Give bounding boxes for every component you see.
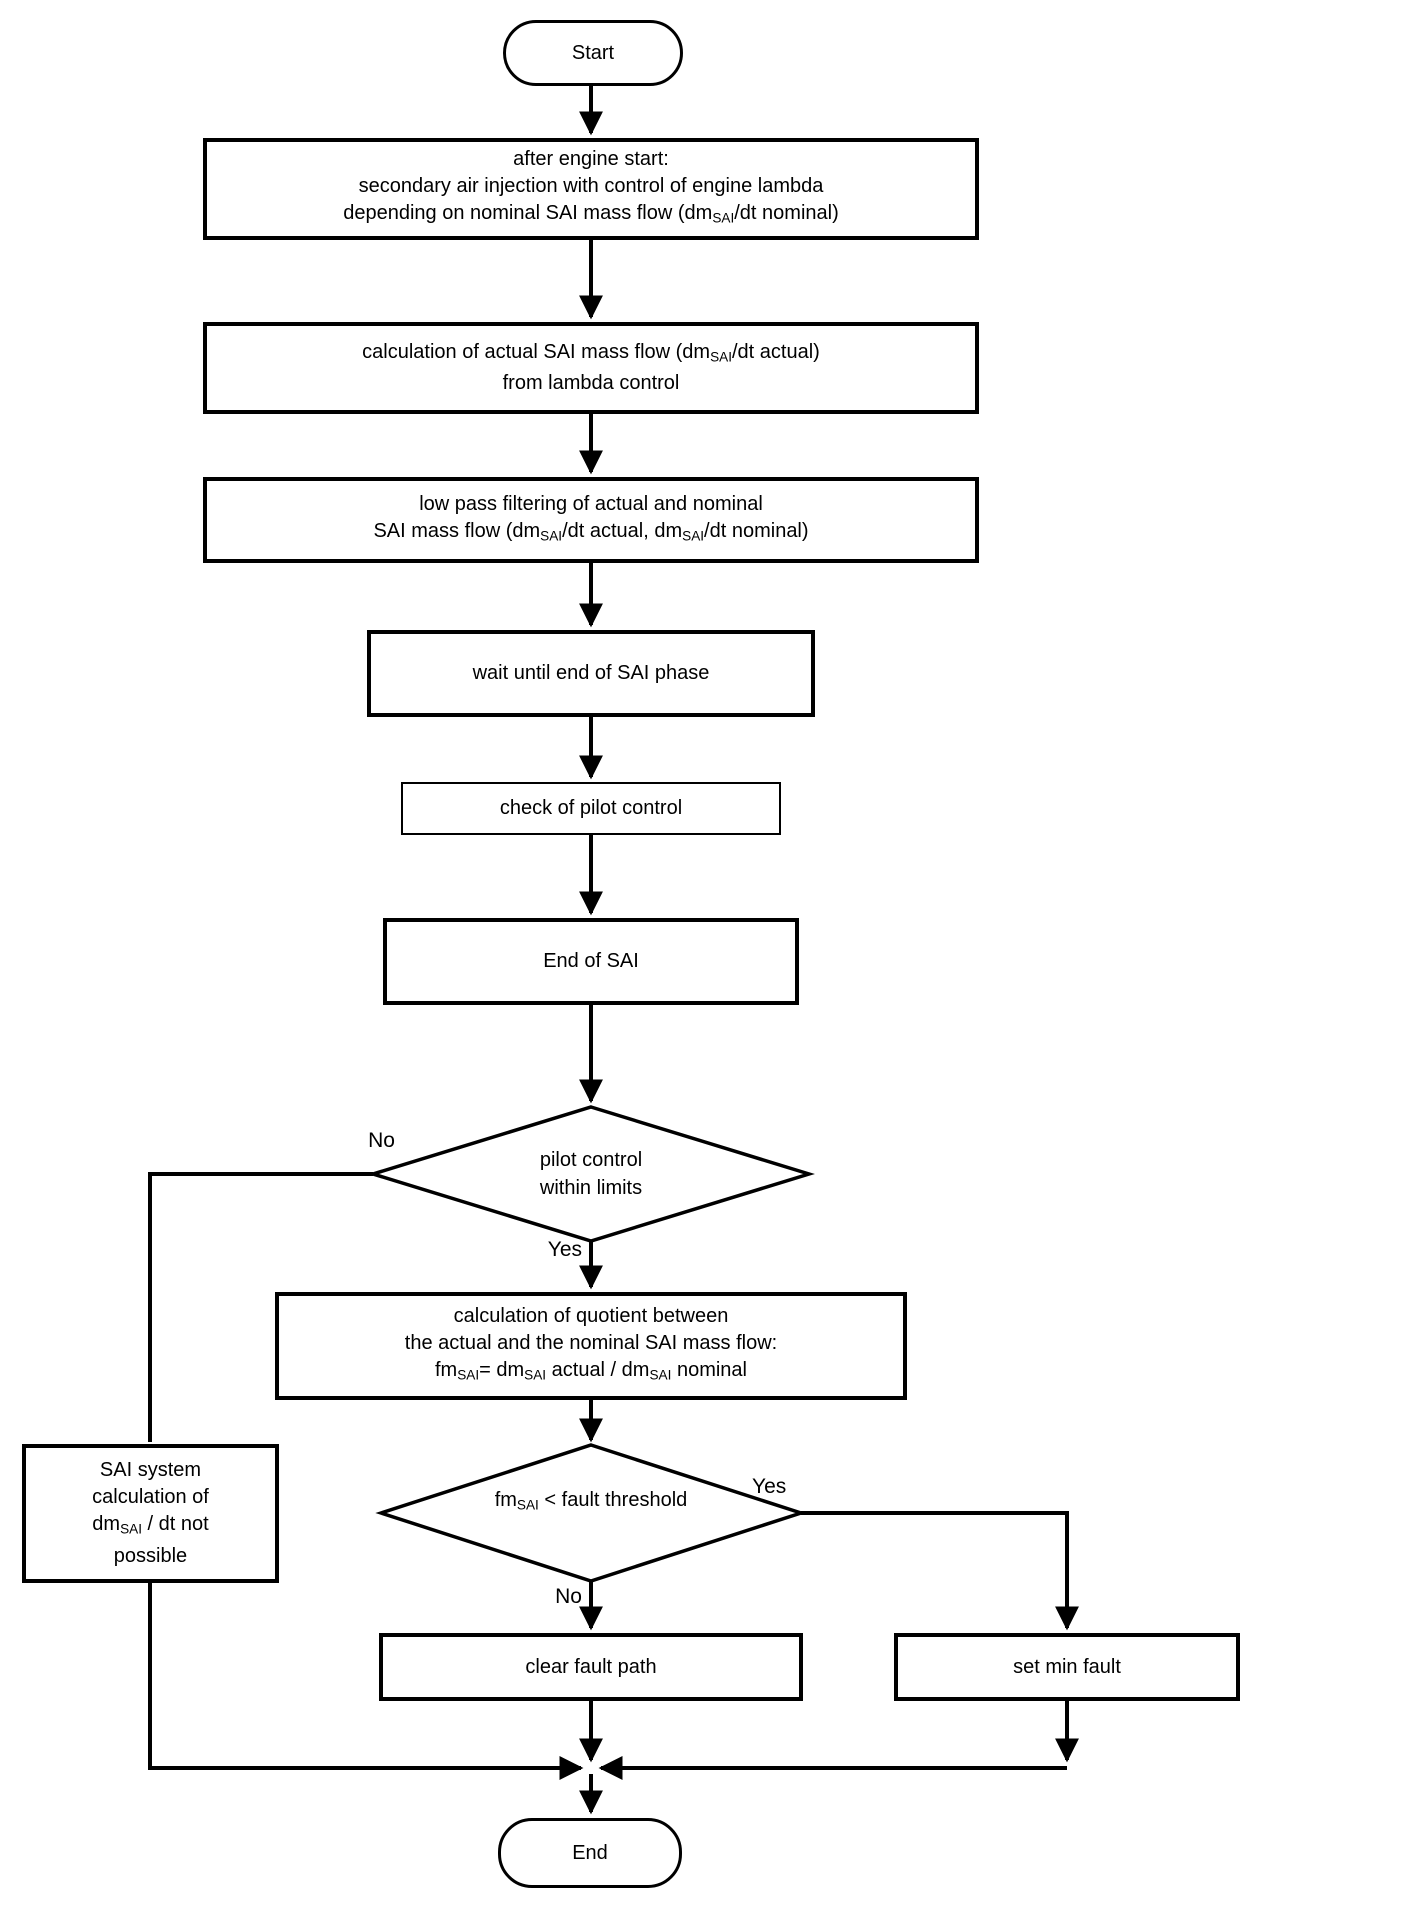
decision-pilot-within-limits-shape [367, 1105, 815, 1243]
process-low-pass-filtering: low pass filtering of actual and nominal… [203, 477, 979, 563]
process-check-pilot-control: check of pilot control [401, 782, 781, 835]
start-terminator: Start [503, 20, 683, 86]
line-decision1-no-to-sai-system [148, 1172, 373, 1442]
process-after-engine-start: after engine start:secondary air injecti… [203, 138, 979, 240]
process-set-min-fault: set min fault [894, 1633, 1240, 1701]
decision-fault-threshold-shape [375, 1443, 807, 1583]
edge-label-decision2-yes: Yes [752, 1475, 787, 1498]
edge-label-decision1-no: No [368, 1129, 395, 1152]
end-terminator: End [498, 1818, 682, 1888]
arrow-sai-system-to-junction [148, 1583, 584, 1780]
arrow-decision2-yes-to-set-min-fault [801, 1511, 1079, 1631]
process-wait-end-of-sai-phase: wait until end of SAI phase [367, 630, 815, 717]
end-label: End [572, 1841, 608, 1864]
edge-label-decision2-no: No [555, 1585, 582, 1608]
process-calc-actual-mass-flow: calculation of actual SAI mass flow (dmS… [203, 322, 979, 414]
process-end-of-sai: End of SAI [383, 918, 799, 1005]
start-label: Start [571, 41, 615, 64]
decision-fault-threshold-text: fmSAI < fault threshold [494, 1489, 688, 1513]
edge-label-decision1-yes: Yes [547, 1238, 582, 1261]
process-clear-fault-path: clear fault path [379, 1633, 803, 1701]
